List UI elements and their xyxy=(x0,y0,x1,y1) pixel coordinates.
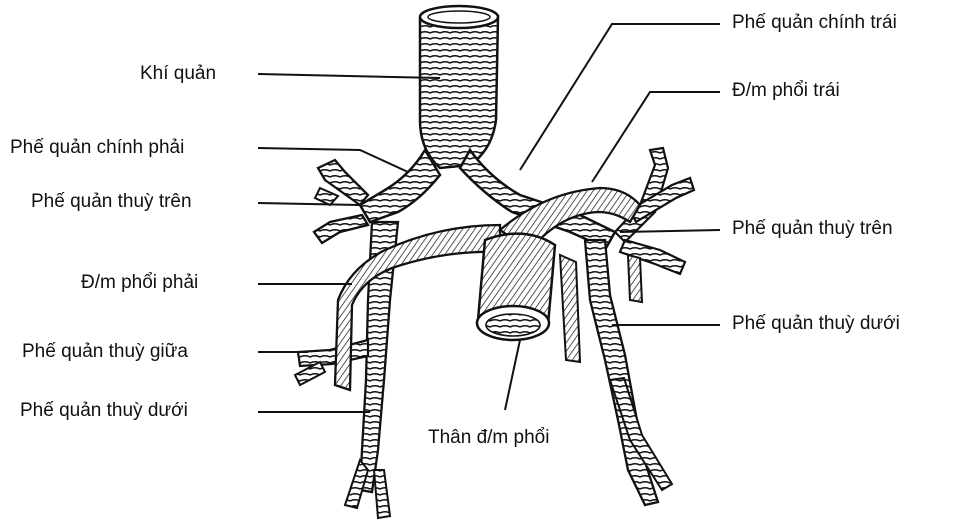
leader-left-main-bronchus xyxy=(520,24,720,170)
leader-trachea xyxy=(258,74,440,78)
trachea-shape xyxy=(420,6,498,168)
label-trachea: Khí quản xyxy=(140,63,216,85)
right-main-bronchus-shape xyxy=(360,150,440,222)
right-upper-lobe-bronchus-shape xyxy=(314,160,368,243)
label-right-pulmonary-artery: Đ/m phổi phải xyxy=(81,272,198,294)
label-left-pulmonary-artery: Đ/m phổi trái xyxy=(732,80,840,102)
label-left-lower-lobe-bronchus: Phế quản thuỳ dưới xyxy=(732,313,900,335)
leader-right-upper-lobe-bronchus xyxy=(258,203,360,205)
label-pulmonary-trunk: Thân đ/m phổi xyxy=(428,427,549,449)
pulmonary-trunk-shape xyxy=(477,234,555,340)
label-left-upper-lobe-bronchus: Phế quản thuỳ trên xyxy=(732,218,893,240)
label-left-main-bronchus: Phế quản chính trái xyxy=(732,12,897,34)
right-pulmonary-artery-shape xyxy=(335,225,500,390)
right-middle-lobe-bronchus-shape xyxy=(295,340,368,385)
label-right-upper-lobe-bronchus: Phế quản thuỳ trên xyxy=(31,191,192,213)
label-right-middle-lobe-bronchus: Phế quản thuỳ giữa xyxy=(22,341,188,363)
label-right-main-bronchus: Phế quản chính phải xyxy=(10,137,184,159)
left-upper-lobe-bronchus-shape xyxy=(615,148,694,302)
leader-pulmonary-trunk xyxy=(505,340,520,410)
label-right-lower-lobe-bronchus: Phế quản thuỳ dưới xyxy=(20,400,188,422)
